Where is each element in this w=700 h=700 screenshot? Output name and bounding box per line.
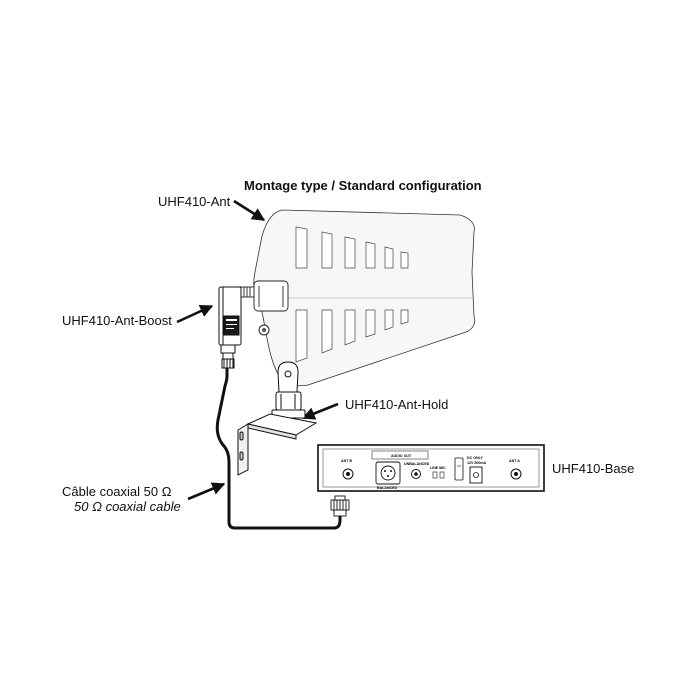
label-cable-fr: Câble coaxial 50 Ω bbox=[62, 484, 172, 499]
bnc-connector bbox=[330, 495, 350, 517]
dc-rating-label: 12V 500mA bbox=[467, 461, 487, 465]
coaxial-cable bbox=[215, 368, 342, 530]
pointer-arrows bbox=[176, 199, 339, 501]
dc-only-label: DC ONLY bbox=[467, 456, 483, 460]
arrow-booster bbox=[176, 304, 214, 324]
balanced-label: BALANCED bbox=[377, 486, 398, 490]
ant-b-label: ANT B bbox=[341, 459, 352, 463]
label-antenna: UHF410-Ant bbox=[158, 194, 231, 209]
audio-out-label: AUDIO OUT bbox=[391, 454, 412, 458]
dc-connector bbox=[473, 472, 479, 478]
label-booster: UHF410-Ant-Boost bbox=[62, 313, 172, 328]
xlr-connector bbox=[380, 465, 396, 481]
diagram-title: Montage type / Standard configuration bbox=[244, 178, 482, 193]
label-cable-en: 50 Ω coaxial cable bbox=[74, 499, 181, 514]
label-holder: UHF410-Ant-Hold bbox=[345, 397, 449, 412]
antenna-panel bbox=[237, 209, 476, 387]
arrow-holder bbox=[301, 402, 339, 420]
ant-a-label: ANT A bbox=[509, 459, 520, 463]
base-receiver: ANT B AUDIO OUT BALANCED UNBALANCED LINE… bbox=[317, 444, 545, 492]
label-base: UHF410-Base bbox=[552, 461, 635, 476]
line-mic-label: LINE MIC bbox=[430, 466, 446, 470]
antenna-slots bbox=[295, 226, 409, 363]
booster-unit bbox=[218, 286, 242, 369]
antenna-connector bbox=[237, 280, 289, 312]
antenna-holder bbox=[237, 361, 318, 476]
arrow-antenna bbox=[233, 199, 266, 222]
arrow-cable bbox=[187, 482, 226, 501]
unbalanced-label: UNBALANCED bbox=[404, 462, 430, 466]
